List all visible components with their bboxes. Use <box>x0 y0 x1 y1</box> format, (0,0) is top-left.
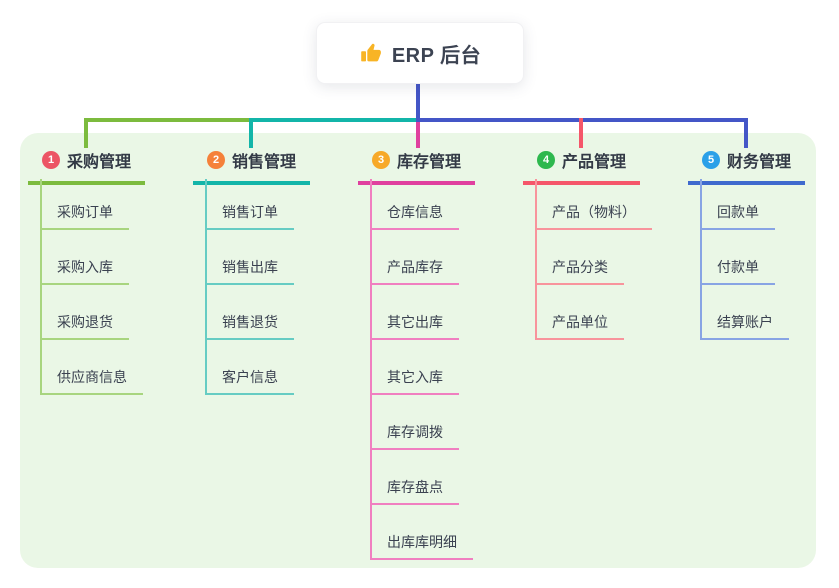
branch-2-children-line <box>205 179 207 395</box>
branch-3-child-4: 其它入库 <box>370 369 459 395</box>
branch-3-child-6: 库存盘点 <box>370 479 459 505</box>
root-node: ERP 后台 <box>316 22 524 84</box>
branch-1-child-3: 采购退货 <box>40 314 129 340</box>
branch-3-header: 3 库存管理 <box>358 148 476 185</box>
mindmap-panel <box>20 133 816 568</box>
branch-4-children-line <box>535 179 537 340</box>
branch-1-badge: 1 <box>42 151 60 169</box>
bus-left-outer-line <box>84 118 254 122</box>
branch-1-children-line <box>40 179 42 395</box>
branch-3-child-5: 库存调拨 <box>370 424 459 450</box>
branch-3-child-3: 其它出库 <box>370 314 459 340</box>
branch-2-badge: 2 <box>207 151 225 169</box>
branch-1-title: 采购管理 <box>67 154 132 171</box>
branch-1-header: 1 采购管理 <box>28 148 146 185</box>
branch-4-title: 产品管理 <box>562 154 627 171</box>
drop-branch-5-line <box>744 118 748 148</box>
branch-3-child-7: 出库库明细 <box>370 534 473 560</box>
branch-2-header: 2 销售管理 <box>193 148 311 185</box>
thumbs-up-icon <box>359 41 383 65</box>
branch-3-child-1: 仓库信息 <box>370 204 459 230</box>
branch-2-child-2: 销售出库 <box>205 259 294 285</box>
branch-1-child-4: 供应商信息 <box>40 369 143 395</box>
drop-branch-4-line <box>579 118 583 148</box>
branch-3-title: 库存管理 <box>397 154 462 171</box>
drop-branch-1-line <box>84 118 88 148</box>
branch-5-child-3: 结算账户 <box>700 314 789 340</box>
branch-1-child-2: 采购入库 <box>40 259 129 285</box>
branch-3-badge: 3 <box>372 151 390 169</box>
branch-1-child-1: 采购订单 <box>40 204 129 230</box>
branch-5-title: 财务管理 <box>727 154 792 171</box>
bus-left-inner-line <box>249 118 418 122</box>
root-label: ERP 后台 <box>391 44 482 67</box>
branch-5-header: 5 财务管理 <box>688 148 806 185</box>
branch-5-child-2: 付款单 <box>700 259 775 285</box>
branch-2-child-3: 销售退货 <box>205 314 294 340</box>
branch-4-header: 4 产品管理 <box>523 148 641 185</box>
branch-3-children-line <box>370 179 372 560</box>
branch-4-child-3: 产品单位 <box>535 314 624 340</box>
branch-2-child-1: 销售订单 <box>205 204 294 230</box>
branch-5-child-1: 回款单 <box>700 204 775 230</box>
branch-5-badge: 5 <box>702 151 720 169</box>
root-stem-line <box>416 82 420 118</box>
branch-4-child-1: 产品（物料） <box>535 204 652 230</box>
branch-2-child-4: 客户信息 <box>205 369 294 395</box>
branch-4-child-2: 产品分类 <box>535 259 624 285</box>
branch-5-children-line <box>700 179 702 340</box>
drop-branch-3-line <box>416 122 420 148</box>
branch-3-child-2: 产品库存 <box>370 259 459 285</box>
branch-4-badge: 4 <box>537 151 555 169</box>
drop-branch-2-line <box>249 118 253 148</box>
branch-2-title: 销售管理 <box>232 154 297 171</box>
